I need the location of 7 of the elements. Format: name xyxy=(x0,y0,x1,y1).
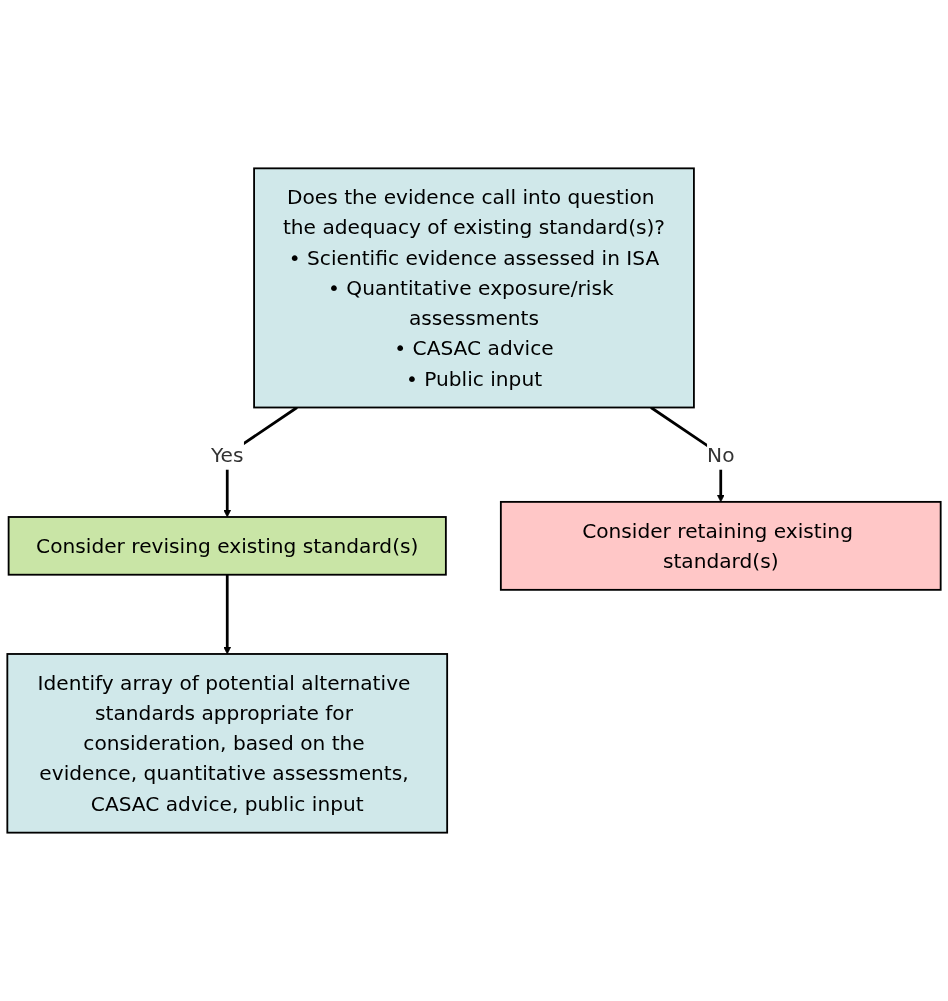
node-box: Does the evidence call into question the adequacy of existing standard(s)? • Scientific evidence assessed in ISA • Quantitative exposure/risk assessments • CASAC advice • Public input xyxy=(253,167,695,409)
edge-label: Yes xyxy=(210,443,244,467)
edge-label: No xyxy=(707,443,735,467)
node-box: Consider retaining existing standard(s) xyxy=(499,500,942,591)
node-box: Identify array of potential alternative standards appropriate for consideration, based on the evidence, quantitative assessments, CASAC advice, public input xyxy=(6,653,449,834)
arrow xyxy=(223,574,232,655)
node-box: Consider revising existing standard(s) xyxy=(7,516,447,576)
